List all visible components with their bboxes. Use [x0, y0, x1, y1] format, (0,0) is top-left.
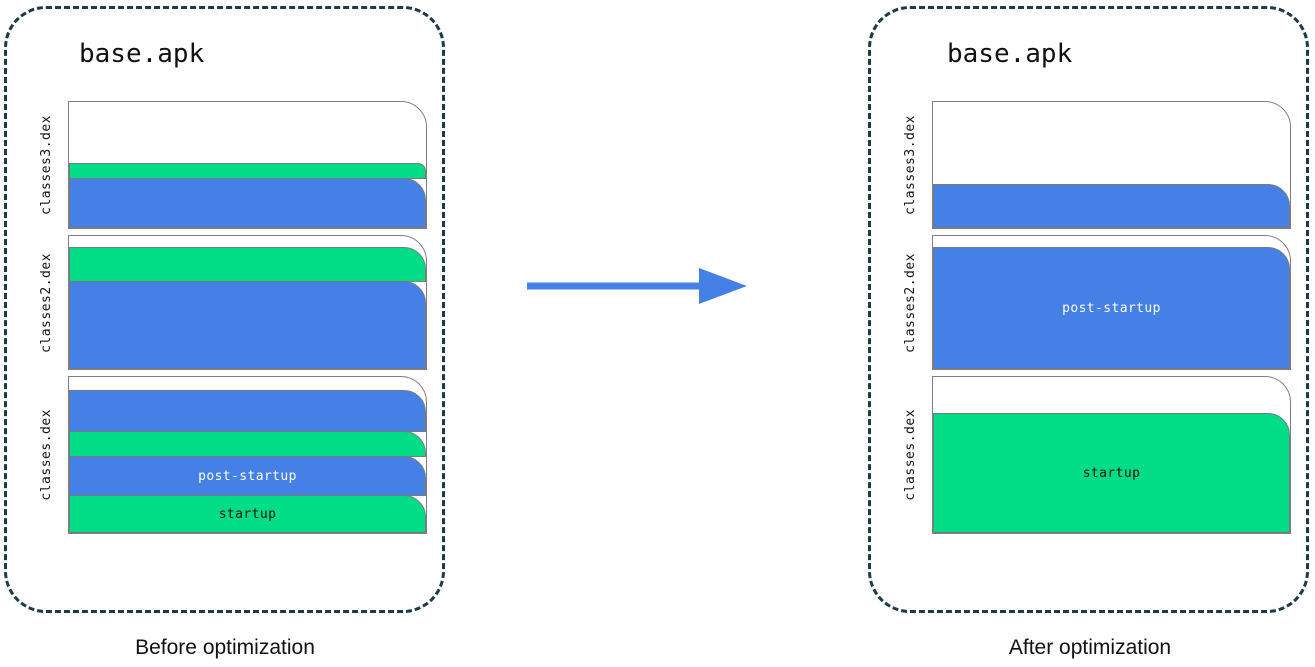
arrow-right-icon: [527, 268, 747, 304]
dex-label-classes-dex: classes.dex: [35, 376, 57, 534]
dex-segment-green: [69, 247, 426, 282]
dex-label-classes-dex: classes.dex: [899, 376, 921, 534]
dex-row-classes3-dex: classes3.dex: [35, 101, 427, 229]
dex-row-classes-dex: classes.dex startup: [899, 376, 1291, 534]
dex-segment-stack: [69, 163, 426, 228]
dex-label-text: classes2.dex: [38, 252, 54, 353]
dex-label-text: classes.dex: [902, 409, 918, 501]
dex-label-text: classes3.dex: [38, 115, 54, 215]
dex-label-classes2-dex: classes2.dex: [899, 235, 921, 370]
transformation-arrow: [527, 262, 747, 310]
dex-segment-green-startup: startup: [69, 495, 426, 533]
dex-label-text: classes2.dex: [902, 252, 918, 353]
dex-container: [68, 101, 427, 229]
dex-label-classes3-dex: classes3.dex: [35, 101, 57, 229]
dex-label-text: classes.dex: [38, 409, 54, 501]
dex-container: startup: [932, 376, 1291, 534]
dex-label-classes3-dex: classes3.dex: [899, 101, 921, 229]
dex-segment-green: [69, 431, 426, 457]
dex-segment-blue: [69, 178, 426, 228]
dex-segment-blue: [933, 184, 1290, 228]
dex-row-classes2-dex: classes2.dex post-startup: [899, 235, 1291, 370]
apk-title-after: base.apk: [947, 39, 1073, 69]
dex-container: [932, 101, 1291, 229]
dex-segment-stack: [69, 247, 426, 369]
dex-segment-blue-post-startup: post-startup: [69, 456, 426, 496]
dex-segment-blue: [69, 390, 426, 432]
dex-segment-stack: [933, 184, 1290, 228]
caption-after-optimization: After optimization: [1008, 636, 1172, 659]
dex-label-text: classes3.dex: [902, 115, 918, 215]
dex-segment-blue-post-startup: post-startup: [933, 247, 1290, 369]
dex-segment-green: [69, 163, 426, 179]
dex-segment-green-startup: startup: [933, 413, 1290, 533]
apk-title-before: base.apk: [79, 39, 205, 69]
dex-segment-blue: [69, 281, 426, 369]
dex-segment-stack: startup: [933, 413, 1290, 533]
dex-label-classes2-dex: classes2.dex: [35, 235, 57, 370]
dex-row-classes2-dex: classes2.dex: [35, 235, 427, 370]
dex-container: [68, 235, 427, 370]
dex-row-classes3-dex: classes3.dex: [899, 101, 1291, 229]
caption-before-optimization: Before optimization: [135, 636, 315, 659]
dex-container: post-startup: [932, 235, 1291, 370]
apk-panel-after: base.apk classes3.dex classes2.dex post-st…: [868, 6, 1309, 613]
dex-segment-stack: post-startup: [933, 247, 1290, 369]
dex-stack-before: classes3.dex classes2.dex classes.dex post-…: [35, 101, 427, 540]
